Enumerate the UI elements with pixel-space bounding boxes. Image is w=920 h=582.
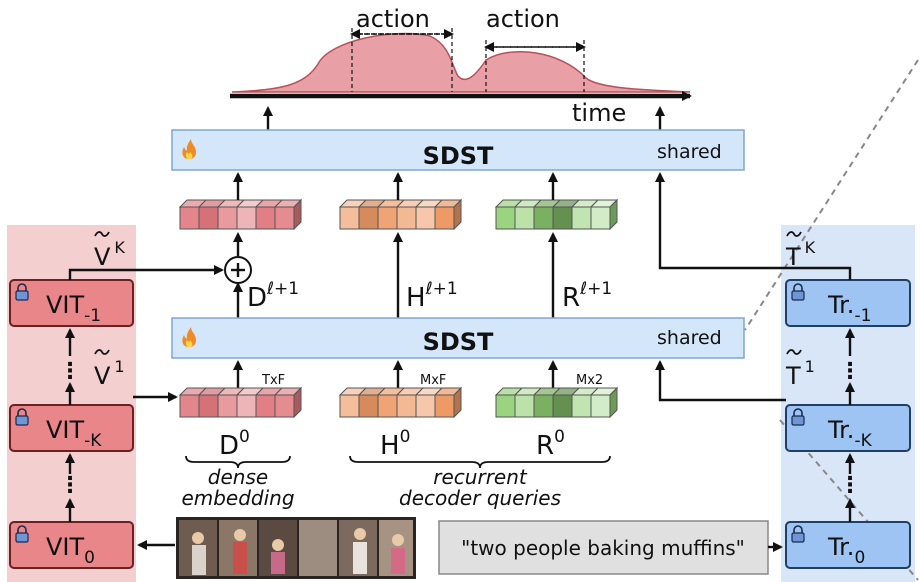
tr-bot-node[interactable] — [785, 521, 911, 569]
tr-bot-label: Tr.0 — [827, 533, 865, 568]
token-cell — [377, 394, 398, 418]
sdst-mid-shared: shared — [657, 327, 722, 349]
vit-top-label: VIT-1 — [46, 291, 101, 326]
r-next-label: Rℓ+1 — [562, 279, 612, 313]
token-cell — [339, 206, 360, 230]
dashed-divider — [744, 59, 919, 331]
token-strip-side — [609, 386, 618, 419]
vit-top-node[interactable] — [9, 279, 134, 327]
sdst-top-label: SDST — [423, 142, 494, 170]
token-cell — [434, 206, 455, 230]
token-cell — [255, 206, 276, 230]
tr-top-label: Tr.-1 — [827, 291, 871, 326]
token-cell — [274, 394, 295, 418]
dense-label-1: dense — [208, 465, 268, 489]
token-strip-side — [453, 198, 462, 231]
token-cell — [217, 206, 238, 230]
ellipsis-text-lower: ⋮ — [839, 473, 861, 498]
token-cell — [236, 206, 257, 230]
token-strip-h-next — [338, 198, 463, 231]
r0-label: R0 — [536, 427, 565, 461]
dense-brace — [185, 455, 291, 469]
video-frames[interactable] — [176, 517, 416, 579]
token-strip-r0 — [494, 386, 619, 419]
ellipsis-vision-lower: ⋮ — [59, 473, 81, 498]
token-cell — [198, 206, 219, 230]
vit-mid-label: VIT-K — [46, 416, 102, 451]
token-strip-r-next — [494, 198, 619, 231]
vit-mid-node[interactable] — [9, 404, 134, 452]
token-cell — [571, 206, 592, 230]
token-cell — [179, 206, 200, 230]
token-cell — [358, 206, 379, 230]
d-next-label: Dℓ+1 — [247, 279, 299, 313]
token-strip-h0 — [338, 386, 463, 419]
token-cell — [377, 206, 398, 230]
token-cell — [495, 394, 516, 418]
dense-label-2: embedding — [181, 486, 294, 510]
action-label-left: action — [356, 5, 430, 33]
token-cell — [495, 206, 516, 230]
token-strip-side — [609, 198, 618, 231]
sdst-top-shared: shared — [657, 141, 722, 163]
token-cell — [552, 206, 573, 230]
sdst-top-block — [171, 129, 745, 171]
token-cell — [198, 394, 219, 418]
d0-dim: TxF — [261, 373, 285, 388]
sdst-mid-label: SDST — [423, 328, 494, 356]
token-cell — [236, 394, 257, 418]
token-cell — [179, 394, 200, 418]
token-cell — [514, 394, 535, 418]
vit-bot-label: VIT0 — [46, 533, 95, 568]
token-cell — [339, 394, 360, 418]
caption-text: "two people baking muffins" — [461, 536, 745, 560]
h0-dim: MxF — [420, 373, 446, 388]
token-strip-side — [453, 386, 462, 419]
token-cell — [274, 206, 295, 230]
vit-bot-node[interactable] — [9, 521, 134, 569]
token-cell — [533, 206, 554, 230]
token-cell — [590, 394, 611, 418]
token-strip-d0 — [178, 386, 303, 419]
token-cell — [217, 394, 238, 418]
token-strip-side — [293, 198, 302, 231]
r0-dim: Mx2 — [576, 373, 603, 388]
token-cell — [396, 206, 417, 230]
h0-label: H0 — [380, 427, 410, 461]
token-cell — [533, 394, 554, 418]
token-strip-side — [293, 386, 302, 419]
token-cell — [434, 394, 455, 418]
h-next-label: Hℓ+1 — [406, 279, 458, 313]
caption-box[interactable] — [438, 520, 769, 575]
ellipsis-vision-upper: ⋮ — [59, 359, 81, 384]
recurrent-label-1: recurrent — [433, 465, 528, 489]
recurrent-label-2: decoder queries — [399, 486, 561, 510]
action-curve — [231, 32, 691, 93]
token-cell — [415, 394, 436, 418]
time-label: time — [572, 99, 626, 127]
token-cell — [358, 394, 379, 418]
token-cell — [415, 206, 436, 230]
recurrent-brace — [349, 455, 611, 469]
tr-mid-label: Tr.-K — [827, 416, 873, 451]
token-cell — [571, 394, 592, 418]
sdst-mid-block — [171, 317, 745, 359]
token-cell — [396, 394, 417, 418]
ellipsis-text-upper: ⋮ — [839, 359, 861, 384]
token-strip-d-next — [178, 198, 303, 231]
token-cell — [514, 206, 535, 230]
action-label-right: action — [486, 5, 560, 33]
tr-mid-node[interactable] — [785, 404, 911, 452]
token-cell — [552, 394, 573, 418]
tr-top-node[interactable] — [785, 279, 911, 327]
token-cell — [255, 394, 276, 418]
d0-label: D0 — [219, 427, 250, 461]
token-cell — [590, 206, 611, 230]
